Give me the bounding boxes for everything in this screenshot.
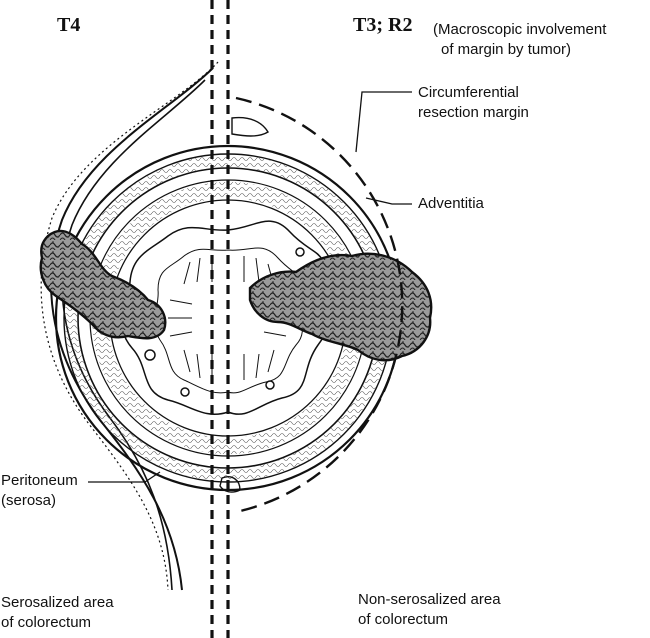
label-peritoneum-line2: (serosa) [1, 492, 57, 509]
label-t3-r2: T3; R2 [353, 14, 413, 36]
label-t4: T4 [57, 14, 81, 36]
label-t3-r2-note-line1: (Macroscopic involvement [433, 21, 607, 38]
label-circumferential-resection-margin-line1: Circumferential [418, 84, 519, 101]
label-serosalized-line1: Serosalized area [1, 594, 114, 611]
label-peritoneum-line1: Peritoneum [1, 472, 78, 489]
label-adventitia: Adventitia [418, 195, 484, 212]
vessel-top [231, 116, 269, 137]
label-serosalized-line2: of colorectum [1, 614, 92, 631]
tumor-right [248, 252, 433, 362]
label-non-serosalized-line2: of colorectum [358, 611, 449, 628]
leader-lines [88, 91, 412, 483]
label-circumferential-resection-margin-line2: resection margin [418, 104, 529, 121]
label-t3-r2-note-line2: of margin by tumor) [441, 41, 572, 58]
label-non-serosalized-line1: Non-serosalized area [358, 591, 501, 608]
resection-margin-arc [235, 96, 404, 514]
divider-line [210, 0, 230, 638]
vessel-bottom [219, 476, 241, 493]
tumor-left [39, 229, 167, 340]
